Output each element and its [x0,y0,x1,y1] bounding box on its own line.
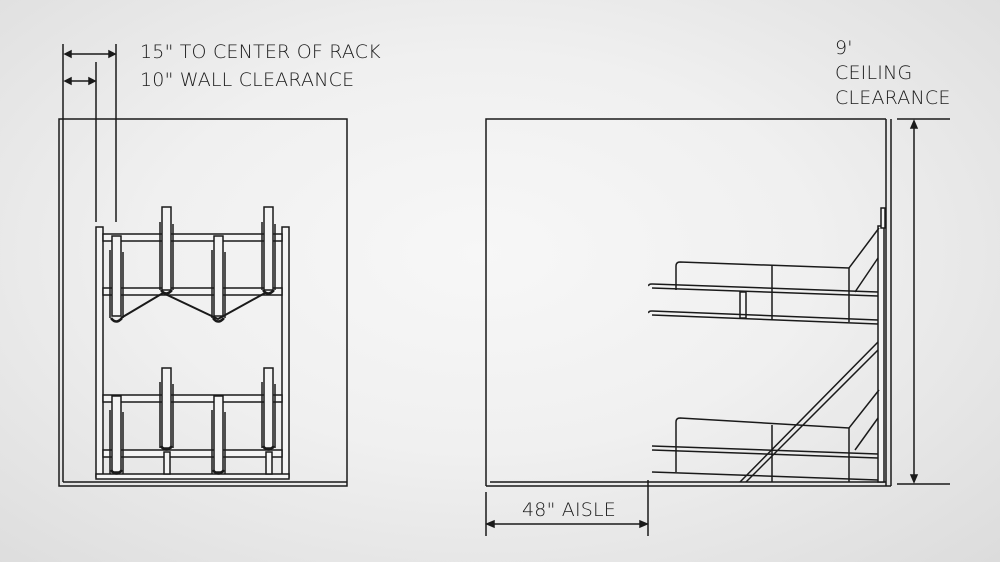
upper-tier-side [648,227,880,325]
rack-center-dimension-label: 15" TO CENTER OF RACK [140,41,381,63]
wall-clearance-dimension-label: 10" WALL CLEARANCE [140,69,355,91]
ceiling-value: 9' [835,37,853,59]
lower-tier-side [651,341,880,483]
ceiling-line1: CEILING [835,62,913,84]
lower-tier-bikes-front [109,367,276,475]
ceiling-clearance-label: 9' CEILING CLEARANCE [835,36,951,111]
upper-tier-bikes-front [109,206,276,323]
side-elevation [485,118,950,536]
ceiling-line2: CLEARANCE [835,87,951,109]
aisle-dimension-label: 48" AISLE [522,499,617,521]
front-elevation [58,44,348,487]
